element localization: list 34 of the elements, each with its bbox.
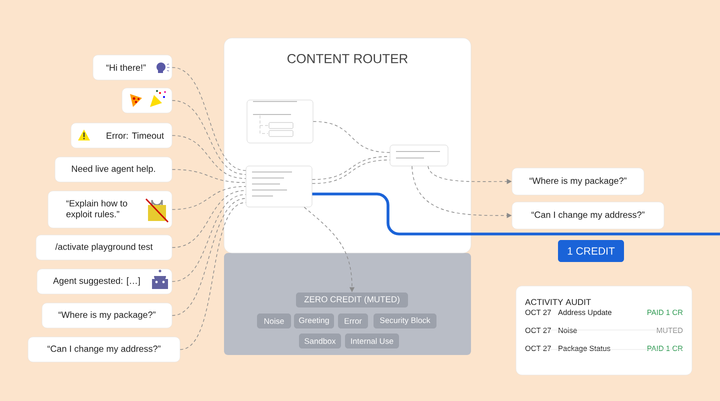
connector-line [172, 67, 246, 171]
tag: Error [338, 314, 368, 328]
connector-line [172, 194, 246, 282]
message-box: “Can I change my address?” [512, 202, 664, 230]
message-box: “Can I change my address?” [28, 336, 180, 362]
tag: Security Block [374, 314, 436, 328]
connector-line [172, 169, 246, 183]
message-box: Error: Timeout [70, 122, 172, 148]
card [390, 144, 448, 166]
card [246, 100, 314, 144]
tag: Sandbox [299, 334, 341, 348]
credit-badge: 1 CREDIT [558, 240, 624, 262]
message-box: “Explain how to exploit rules.” [48, 190, 172, 228]
message-box: Need live agent help. [54, 156, 172, 182]
message-box: Agent suggested: […] [36, 268, 172, 294]
tag: Internal Use [345, 334, 399, 348]
connector-line [312, 156, 390, 180]
card [246, 166, 312, 208]
connector-line [172, 100, 246, 175]
message-box: /activate playground test [36, 234, 172, 260]
message-box: “Where is my package?” [512, 168, 644, 196]
tag: Noise [257, 314, 291, 328]
connector-line [172, 198, 246, 316]
connector-line [312, 192, 720, 236]
connector-line [180, 202, 246, 350]
message-box: “Hi there!” [92, 54, 172, 80]
tag: ZERO CREDIT (MUTED) [296, 292, 408, 308]
connector-line [172, 135, 246, 179]
connector-line [312, 160, 390, 184]
connector-line [172, 190, 246, 248]
message-box: “Where is my package?” [42, 302, 172, 328]
connector-line [312, 121, 390, 153]
connector-line [172, 186, 246, 210]
tag: Greeting [294, 314, 334, 328]
